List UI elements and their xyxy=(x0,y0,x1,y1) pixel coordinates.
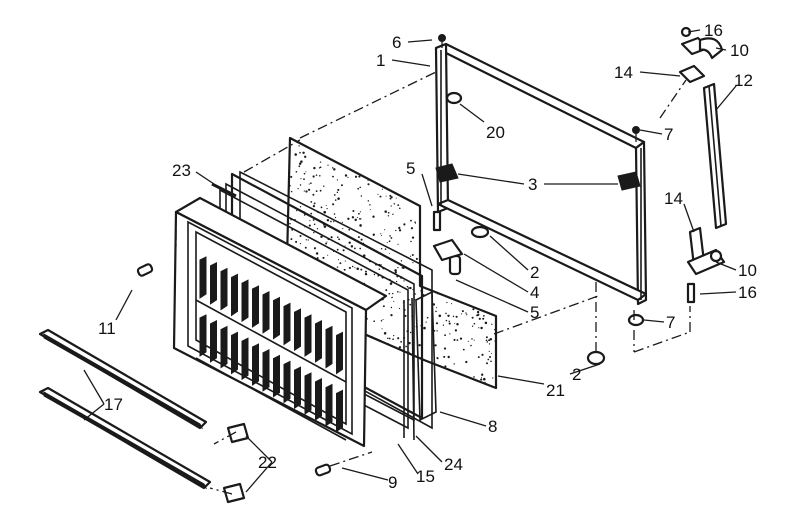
callout-11: 11 xyxy=(98,319,116,338)
callout-21: 21 xyxy=(546,381,565,400)
callout-9: 9 xyxy=(388,473,397,492)
callout-10-top: 10 xyxy=(730,41,749,60)
callout-1: 1 xyxy=(376,51,385,70)
door-frame xyxy=(434,42,648,306)
assembly-lines xyxy=(175,71,691,495)
callout-16-bottom: 16 xyxy=(738,283,757,302)
end-caps xyxy=(136,263,332,504)
callout-24: 24 xyxy=(444,455,463,474)
callout-23: 23 xyxy=(172,161,191,180)
trim-strips xyxy=(38,328,212,490)
callout-17: 17 xyxy=(104,395,123,414)
screws xyxy=(432,34,645,366)
door-liner xyxy=(172,196,388,448)
callout-7-top: 7 xyxy=(664,125,673,144)
callout-2-lower: 2 xyxy=(572,365,581,384)
callout-22: 22 xyxy=(258,453,277,472)
hinge-assembly-bottom xyxy=(686,226,726,304)
callout-15: 15 xyxy=(416,467,435,486)
rod-23 xyxy=(211,182,237,198)
callout-10-bottom: 10 xyxy=(738,261,757,280)
callout-16-top: 16 xyxy=(704,21,723,40)
callout-4: 4 xyxy=(530,283,539,302)
callout-5-top: 5 xyxy=(406,159,415,178)
callout-14-top: 14 xyxy=(614,63,633,82)
callout-6: 6 xyxy=(392,33,401,52)
leader-lines xyxy=(83,29,737,493)
callout-8: 8 xyxy=(488,417,497,436)
callout-2-upper: 2 xyxy=(530,263,539,282)
callout-3: 3 xyxy=(528,175,537,194)
callout-7-bottom: 7 xyxy=(666,313,675,332)
callout-12: 12 xyxy=(734,71,753,90)
insulation-panel xyxy=(284,136,498,390)
hinge-pin-rod xyxy=(702,82,728,230)
callout-14-bottom: 14 xyxy=(664,189,683,208)
callout-labels: 6 1 16 10 14 12 20 7 5 3 23 14 2 4 10 16… xyxy=(98,21,757,492)
hinge-assembly-top xyxy=(678,26,724,84)
callout-20: 20 xyxy=(486,123,505,142)
callout-5-bottom: 5 xyxy=(530,303,539,322)
